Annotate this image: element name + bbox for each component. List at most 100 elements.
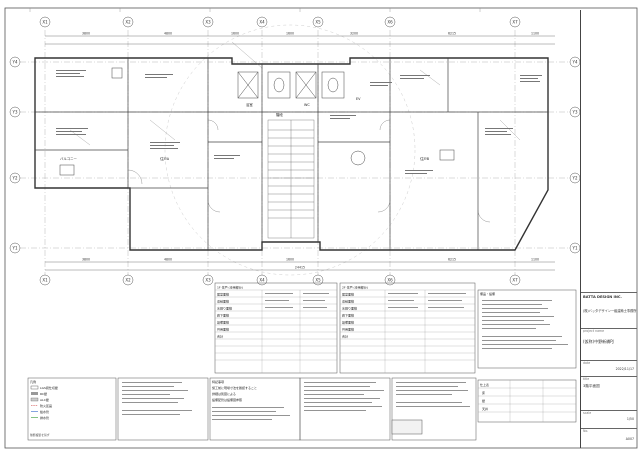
table2-row-3: 水廻り面積 <box>342 306 357 311</box>
interior-walls <box>35 58 548 250</box>
grid-label-x1-bottom: X1 <box>42 278 48 283</box>
info-table-fill-text <box>265 293 568 349</box>
table1-row-1: 居室面積 <box>217 292 229 297</box>
room-label-wc: WC <box>304 103 310 107</box>
dim-top-7: 1100 <box>531 32 539 36</box>
door-swings <box>127 119 491 223</box>
project-label: project name <box>583 329 605 333</box>
info-table-rows <box>215 289 576 422</box>
info-table-text: 1F 住戸 (専用部分) 2F 住戸 (専用部分) 備品・設備 居室面積 収納面… <box>217 285 495 412</box>
notes-line-3: 設備配管は設備図参照 <box>212 397 242 402</box>
annotation-blocks <box>56 70 542 174</box>
table2-row-1: 居室面積 <box>342 292 354 297</box>
grid-label-y4: Y4 <box>12 60 18 65</box>
dim-top-3: 1600 <box>231 32 239 36</box>
table2-row-7: 合計 <box>342 334 348 339</box>
grid-label-x5-bottom: X5 <box>315 278 321 283</box>
dim-top-5: 3200 <box>350 32 358 36</box>
table3-title: 備品・設備 <box>480 291 495 296</box>
table1-title: 1F 住戸 (専用部分) <box>217 285 243 290</box>
room-label-balcony: バルコニー <box>60 157 77 161</box>
grid-label-y1: Y1 <box>12 246 18 251</box>
grid-label-x7-bottom: X7 <box>512 278 518 283</box>
table2-title: 2F 住戸 (専用部分) <box>342 285 368 290</box>
legend-text: 凡例 LGS間仕切壁 RC壁 ALC壁 防火区画 給水管 排水管 特記事項 施工… <box>30 379 257 420</box>
table2-row-4: 廊下面積 <box>342 313 354 318</box>
info-tables <box>214 282 577 423</box>
legend-title: 凡例 <box>30 379 36 384</box>
grid-label-x3-bottom: X3 <box>205 278 211 283</box>
room-label-stair: 階段 <box>276 112 283 117</box>
notes-title: 特記事項 <box>212 379 224 384</box>
table1-row-6: 共用面積 <box>217 327 229 332</box>
dim-top-6: 6215 <box>448 32 456 36</box>
grid-label-x2: X2 <box>125 20 131 25</box>
dim-bottom-3: 1600 <box>286 258 294 262</box>
date-value: 2022/11/17 <box>615 367 634 371</box>
dimension-lines-top <box>45 35 555 45</box>
table1-row-7: 合計 <box>217 334 223 339</box>
legend-item-5: 給水管 <box>40 409 49 414</box>
wet-areas <box>59 67 455 176</box>
table2-row-5: 設備面積 <box>342 320 354 325</box>
grid-label-x1: X1 <box>42 20 48 25</box>
dim-bottom-4: 6215 <box>448 258 456 262</box>
notes-line-2: 詳細は別図による <box>212 391 236 396</box>
scale-label: scale <box>583 411 592 415</box>
dim-top-1: 3800 <box>82 32 90 36</box>
number-label: No. <box>583 429 589 433</box>
grid-bubbles-bottom <box>39 274 521 286</box>
grid-row-labels: Y4 Y3 Y2 Y1 Y4 Y3 Y2 Y1 <box>12 60 578 251</box>
table2-row-2: 収納面積 <box>342 299 354 304</box>
scale-value: 1/50 <box>626 417 634 421</box>
exterior-walls <box>34 57 549 251</box>
legend-boxes <box>27 377 477 441</box>
grid-label-y2-right: Y2 <box>572 176 578 181</box>
table1-row-3: 水廻り面積 <box>217 306 232 311</box>
legend-item-4: 防火区画 <box>40 403 52 408</box>
grid-label-x5: X5 <box>315 20 321 25</box>
grid-label-x2-bottom: X2 <box>125 278 131 283</box>
room-label-unit-b: 住戸B <box>420 156 430 161</box>
table1-row-5: 設備面積 <box>217 320 229 325</box>
table2-row-6: 共用面積 <box>342 327 354 332</box>
dim-bottom-2: 4800 <box>164 258 172 262</box>
margin-ticks <box>29 8 481 12</box>
company-name: BATTA DESIGN INC. <box>583 295 622 299</box>
legend-item-3: ALC壁 <box>40 397 49 402</box>
dim-bottom-5: 1100 <box>531 258 539 262</box>
company-note: (株)バッタデザイン一級建築士事務所 <box>583 309 637 313</box>
guide-circle <box>164 24 416 276</box>
table1-row-2: 収納面積 <box>217 299 229 304</box>
copyright-note: 無断複製を禁ず <box>30 433 50 437</box>
room-label-ev: EV <box>356 97 361 101</box>
legend-item-2: RC壁 <box>40 391 47 396</box>
grid-label-y2: Y2 <box>12 176 18 181</box>
drawing-name: 3階平面図 <box>583 384 600 388</box>
room-label-bath: 浴室 <box>246 102 253 107</box>
legend-fill-text <box>122 382 470 420</box>
legend-item-1: LGS間仕切壁 <box>40 385 58 390</box>
drawing-label: title <box>583 377 590 381</box>
finish-col-ceiling: 天井 <box>482 406 488 411</box>
grid-label-x7: X7 <box>512 20 518 25</box>
grid-label-x4-bottom: X4 <box>259 278 265 283</box>
room-labels: 浴室 WC 階段 住戸A 住戸B EV バルコニー <box>60 97 430 161</box>
grid-bubbles-top <box>39 16 521 28</box>
dimension-text-bottom: 3800 4800 1600 6215 1100 24415 <box>82 258 539 270</box>
finish-col-wall: 壁 <box>482 398 485 403</box>
legend-item-6: 排水管 <box>40 415 49 420</box>
title-block: BATTA DESIGN INC. (株)バッタデザイン一級建築士事務所 pro… <box>580 10 637 448</box>
dim-top-4: 1600 <box>286 32 294 36</box>
finish-title: 仕上表 <box>480 382 489 387</box>
grid-bubbles-right <box>569 56 581 254</box>
date-label: date <box>583 361 591 365</box>
grid-label-y1-right: Y1 <box>572 246 578 251</box>
notes-line-1: 施工前に現場寸法を確認すること <box>212 385 257 390</box>
grid-label-y3-right: Y3 <box>572 110 578 115</box>
table1-row-4: 廊下面積 <box>217 313 229 318</box>
project-name: (仮称)中野新橋PJ <box>583 339 614 344</box>
dim-overall: 24415 <box>295 266 305 270</box>
